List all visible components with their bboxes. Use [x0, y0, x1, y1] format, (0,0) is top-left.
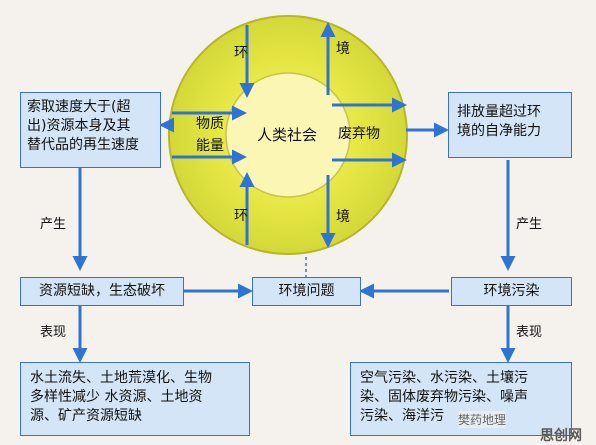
circle-label-energy: 能量 [196, 138, 224, 154]
box-resource-demand: 索取速度大于(超 出)资源本身及其 替代品的再生速度 [20, 92, 161, 168]
box-line: 水土流失、土地荒漠化、生物 [30, 370, 212, 386]
box-resource-shortage: 资源短缺，生态破坏 [20, 277, 184, 306]
label-produce-right: 产生 [516, 217, 543, 232]
box-line: 索取速度大于(超 [27, 99, 131, 115]
box-manifestation-resource: 水土流失、土地荒漠化、生物 多样性减少 水资源、土地资 源、矿产资源短缺 [20, 362, 250, 436]
box-line: 出)资源本身及其 [27, 118, 131, 134]
box-line: 多样性减少 水资源、土地资 [30, 389, 203, 405]
circle-label-top-right: 境 [336, 41, 350, 57]
box-line: 污染、海洋污 [360, 408, 444, 424]
label-show-right: 表现 [516, 325, 543, 340]
circle-label-human-society: 人类社会 [257, 126, 318, 144]
circle-label-waste: 废弃物 [338, 126, 380, 142]
box-line: 排放量超过环 [457, 104, 541, 120]
inner-circle [225, 72, 351, 198]
box-environment-pollution: 环境污染 [451, 277, 572, 306]
circle-label-bottom-right: 境 [336, 209, 350, 225]
box-line: 替代品的再生速度 [27, 137, 139, 153]
box-line: 境的自净能力 [457, 123, 541, 139]
circle-label-matter: 物质 [196, 116, 224, 132]
box-environment-problem: 环境问题 [252, 277, 361, 306]
circle-label-bottom-left: 环 [234, 208, 248, 224]
label-produce-left: 产生 [40, 217, 67, 232]
box-line: 源、矿产资源短缺 [30, 408, 142, 424]
circle-label-top-left: 环 [234, 45, 248, 61]
box-line: 空气污染、水污染、土壤污 [360, 370, 528, 386]
box-line: 染、固体废弃物污染、噪声 [360, 389, 528, 405]
watermark-logo-text: 思创网 [540, 428, 582, 444]
box-emission-excess: 排放量超过环 境的自净能力 [448, 92, 572, 158]
watermark-text: 樊药地理 [458, 411, 507, 428]
label-show-left: 表现 [40, 325, 67, 340]
